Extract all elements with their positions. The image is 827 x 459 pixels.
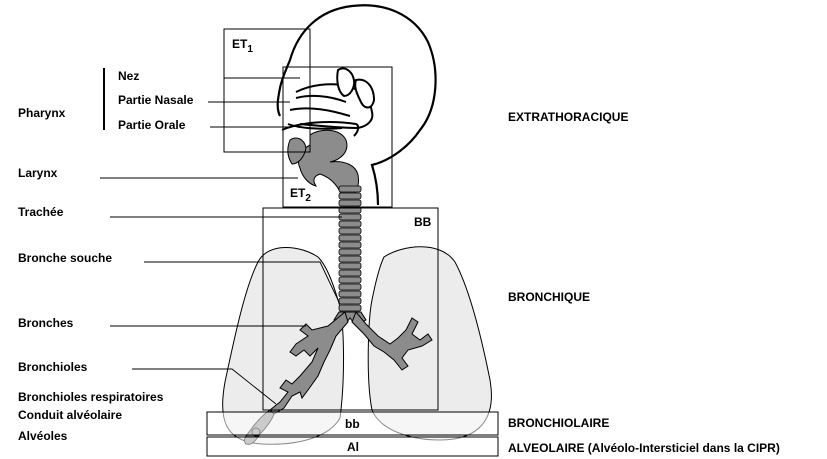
label-nez: Nez [118, 69, 139, 83]
trachea-ring [339, 256, 361, 262]
label-bronches: Bronches [18, 316, 74, 330]
label-partie-orale: Partie Orale [118, 118, 186, 132]
label-conduit-alveolaire: Conduit alvéolaire [18, 408, 122, 422]
trachea-ring [339, 263, 361, 269]
zone-bronchique: BRONCHIQUE [508, 290, 590, 304]
trachea-ring [339, 193, 361, 199]
nasal-line-1 [296, 96, 346, 102]
trachea-ring [339, 186, 361, 192]
zone-extrathoracique: EXTRATHORACIQUE [508, 110, 628, 124]
trachea-ring [339, 242, 361, 248]
bb-upper-label: BB [414, 215, 432, 229]
trachea-ring [339, 291, 361, 297]
trachea-ring [339, 270, 361, 276]
label-trachee: Trachée [18, 205, 64, 219]
trachea-ring [339, 277, 361, 283]
trachea-ring [339, 214, 361, 220]
trachea-ring [339, 305, 361, 311]
trachea-ring [339, 298, 361, 304]
zone-alveolaire: ALVEOLAIRE (Alvéolo-Intersticiel dans la… [508, 441, 780, 455]
et1-label: ET1 [232, 37, 253, 55]
label-bronchioles: Bronchioles [18, 360, 88, 374]
bb-lower-label: bb [345, 417, 360, 431]
trachea-ring [339, 221, 361, 227]
et2-label: ET2 [290, 186, 311, 204]
label-pharynx: Pharynx [18, 106, 66, 120]
trachea-ring [339, 200, 361, 206]
trachea-ring [339, 228, 361, 234]
zone-bronchiolaire: BRONCHIOLAIRE [508, 416, 609, 430]
label-alveoles: Alvéoles [18, 429, 68, 443]
trachea-ring [339, 284, 361, 290]
nasal-turbinate-upper [337, 68, 354, 96]
label-larynx: Larynx [18, 166, 58, 180]
trachea-ring [339, 249, 361, 255]
label-partie-nasale: Partie Nasale [118, 93, 194, 107]
label-bronche-souche: Bronche souche [18, 251, 112, 265]
nasal-turbinate-middle [355, 80, 374, 108]
trachea-ring [339, 235, 361, 241]
nasal-line-2 [290, 108, 350, 116]
al-label: Al [347, 440, 359, 454]
label-bronchioles-respiratoires: Bronchioles respiratoires [18, 390, 164, 404]
